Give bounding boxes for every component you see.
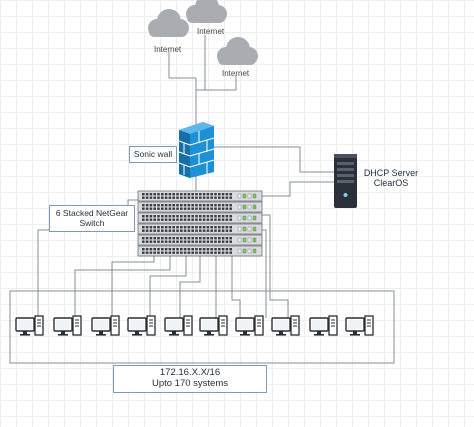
workstation-icon [199,315,228,337]
network-label: 172.16.X.X/16 Upto 170 systems [113,365,267,393]
workstation-icon [271,315,300,337]
workstation-icon [309,315,338,337]
switch-label-line1: 6 Stacked NetGear [55,207,129,218]
switch-label: 6 Stacked NetGear Switch [49,205,135,232]
firewall-label-text: Sonic wall [133,148,173,159]
switch-label-line2: Switch [79,217,105,228]
workstation-row [15,315,374,337]
internet-label-2: Internet [197,27,225,36]
dhcp-label-line2: ClearOS [373,178,409,189]
firewall-icon [178,122,215,178]
internet-label-3: Internet [222,69,250,78]
internet-cloud-2 [186,0,227,23]
switch-unit [137,234,263,246]
network-subnet: 172.16.X.X/16 [159,367,221,379]
switch-unit [137,223,263,235]
workstation-group-box [9,290,395,364]
switch-unit [137,245,263,257]
workstation-icon [15,315,44,337]
dhcp-label: DHCP Server ClearOS [360,168,422,189]
switch-unit [137,190,263,202]
connection-lines [37,35,334,318]
switch-unit [137,201,263,213]
internet-cloud-3 [217,37,258,65]
workstation-icon [127,315,156,337]
switch-stack-icon [137,190,263,257]
workstation-icon [235,315,264,337]
internet-label-1: Internet [154,45,182,54]
workstation-icon [345,315,374,337]
network-capacity: Upto 170 systems [151,378,229,389]
workstation-icon [91,315,120,337]
firewall-label: Sonic wall [129,146,177,163]
server-icon [334,154,357,208]
dhcp-label-line1: DHCP Server [363,168,419,178]
switch-unit [137,212,263,224]
internet-cloud-1 [148,9,189,37]
workstation-icon [53,315,82,337]
workstation-icon [164,315,193,337]
